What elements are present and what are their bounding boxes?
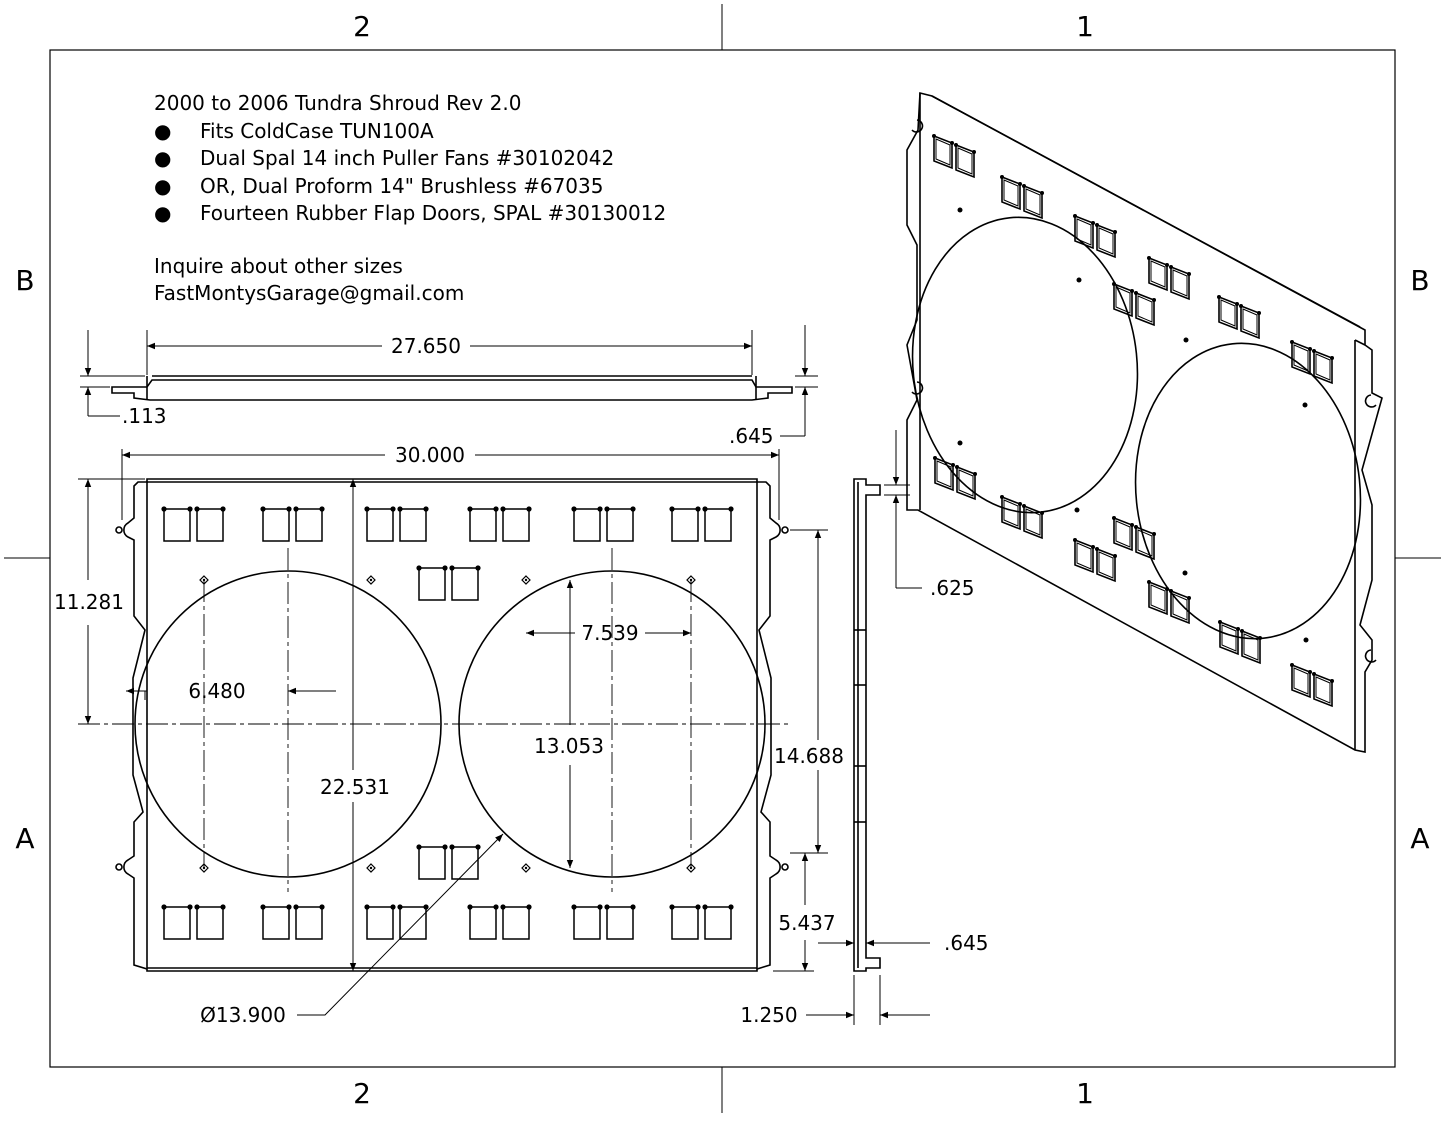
drawing-notes: 2000 to 2006 Tundra Shroud Rev 2.0 ● Fits… xyxy=(154,90,666,308)
bullet-icon: ● xyxy=(154,118,172,143)
bullet-icon: ● xyxy=(154,146,172,170)
notes-inquire: Inquire about other sizes xyxy=(154,253,403,278)
dim-ear-spacing: 14.688 xyxy=(774,744,844,768)
zone-left-b: B xyxy=(15,264,34,297)
isometric-view-doors xyxy=(931,133,1335,707)
dim-ear-to-center: 11.281 xyxy=(54,590,124,614)
notes-title: 2000 to 2006 Tundra Shroud Rev 2.0 xyxy=(154,91,522,115)
note-bullet-item: ● OR, Dual Proform 14" Brushless #67035 xyxy=(154,173,666,201)
dim-fan-offset: 6.480 xyxy=(188,679,245,703)
dim-fan-center-spacing-x: 7.539 xyxy=(581,621,638,645)
isometric-view xyxy=(906,91,1383,753)
zone-bottom-1: 1 xyxy=(1076,1077,1094,1110)
side-view-dimensions xyxy=(806,430,930,1025)
top-view-dimensions xyxy=(80,325,818,437)
note-text: Dual Spal 14 inch Puller Fans #30102042 xyxy=(200,146,615,170)
front-view-dimensions xyxy=(78,449,828,1016)
side-view xyxy=(853,478,881,972)
dimension-labels: 27.650 .113 .645 30.000 11.281 6.480 7.5… xyxy=(54,334,989,1027)
zone-top-2: 2 xyxy=(353,10,371,43)
dim-overall-height: 22.531 xyxy=(320,775,390,799)
note-text: Fourteen Rubber Flap Doors, SPAL #301300… xyxy=(200,201,667,225)
dim-overall-width: 30.000 xyxy=(395,443,465,467)
dim-ear-to-bottom: 5.437 xyxy=(778,911,835,935)
dim-top-depth: .645 xyxy=(729,424,774,448)
dim-side-depth: .645 xyxy=(944,931,989,955)
notes-spacer xyxy=(154,228,666,253)
zone-right-a: A xyxy=(1410,822,1429,855)
dim-side-width: 1.250 xyxy=(740,1003,797,1027)
notes-email: FastMontysGarage@gmail.com xyxy=(154,281,465,305)
zone-bottom-2: 2 xyxy=(353,1077,371,1110)
bullet-icon: ● xyxy=(154,173,172,198)
note-text: Fits ColdCase TUN100A xyxy=(200,118,434,143)
isometric-view-holes xyxy=(957,207,1309,643)
top-edge-view xyxy=(111,375,793,401)
zone-labels: 2 1 2 1 B A B A xyxy=(15,10,1429,1110)
dim-top-length: 27.650 xyxy=(391,334,461,358)
note-bullet-item: ● Dual Spal 14 inch Puller Fans #30102042 xyxy=(154,145,666,173)
dim-side-lip: .625 xyxy=(930,576,975,600)
zone-right-b: B xyxy=(1410,264,1429,297)
bullet-icon: ● xyxy=(154,201,172,225)
note-bullet-item: ● Fourteen Rubber Flap Doors, SPAL #30130… xyxy=(154,200,666,228)
front-view xyxy=(115,478,789,972)
dim-flange-thickness: .113 xyxy=(122,404,167,428)
note-bullet-item: ● Fits ColdCase TUN100A xyxy=(154,118,666,146)
front-view-centerlines xyxy=(78,548,792,892)
zone-left-a: A xyxy=(15,822,34,855)
dim-fan-diameter: Ø13.900 xyxy=(200,1003,286,1027)
zone-top-1: 1 xyxy=(1076,10,1094,43)
note-text: OR, Dual Proform 14" Brushless #67035 xyxy=(200,173,604,198)
dim-fan-center-spacing-y: 13.053 xyxy=(534,734,604,758)
front-view-doors xyxy=(160,505,735,940)
